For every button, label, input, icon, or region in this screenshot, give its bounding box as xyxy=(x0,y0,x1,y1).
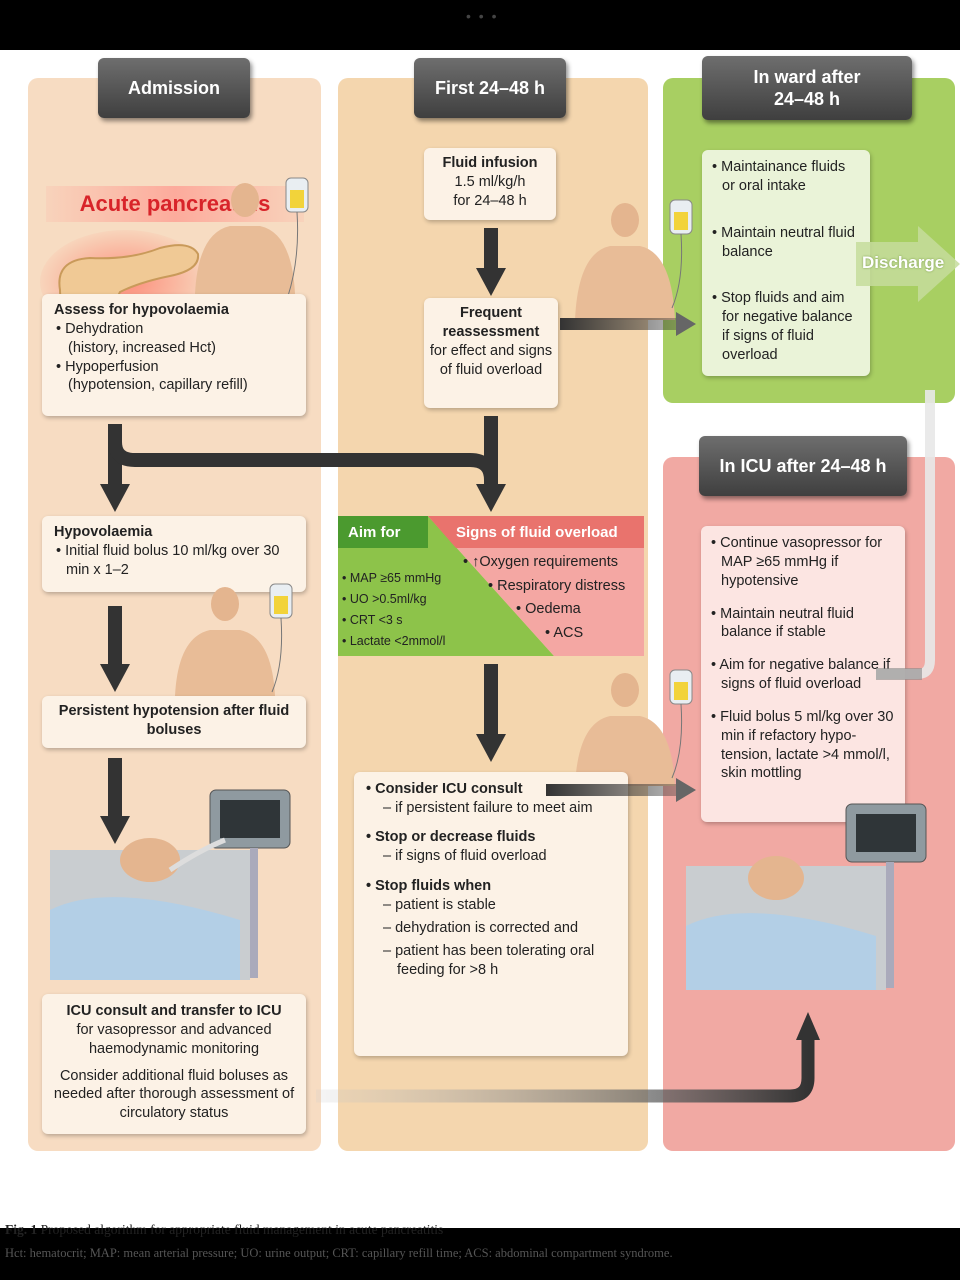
stopwhen-title: • Stop fluids when xyxy=(366,878,492,895)
discharge-label: Discharge xyxy=(862,253,945,272)
hypovolaemia-title: Hypovolaemia xyxy=(54,524,153,540)
figure-page: Admission First 24–48 h In ward after 24… xyxy=(0,50,960,1260)
icu-transfer-text: for vasopressor and advanced haemodynami… xyxy=(76,1021,272,1057)
fluid-infusion-title: Fluid infusion xyxy=(442,155,538,171)
figure-caption: Fig. 1 Proposed algorithm for appropriat… xyxy=(5,1222,443,1238)
assess-item-2-detail: (hypotension, capillary refill) xyxy=(68,377,248,394)
icu-box: • Continue vasopressor for MAP ≥65 mmHg … xyxy=(701,526,905,822)
assess-item-1-detail: (history, increased Hct) xyxy=(68,339,216,356)
reassessment-box: Frequent reassessment for effect and sig… xyxy=(424,298,558,408)
assess-box: Assess for hypovolaemia • Dehydration (h… xyxy=(42,294,306,416)
stop-sub: – if signs of fluid overload xyxy=(383,847,547,864)
icu-header: In ICU after 24–48 h xyxy=(699,436,907,496)
consult-title: • Consider ICU consult xyxy=(366,781,523,797)
iv-bag-icon xyxy=(285,177,309,297)
ward-header-line1: In ward after xyxy=(753,66,861,87)
iv-bag-icon xyxy=(669,669,693,779)
fluid-infusion-rate: 1.5 ml/kg/h xyxy=(454,173,526,190)
icu-transfer-title: ICU consult and transfer to ICU xyxy=(66,1003,282,1019)
ward-item: • Maintainance fluids or oral intake xyxy=(712,159,846,194)
stopwhen-item: – patient has been tolerating oral feedi… xyxy=(383,942,595,978)
icu-transfer-text2: Consider additional fluid boluses as nee… xyxy=(53,1067,295,1122)
fluid-infusion-box: Fluid infusion 1.5 ml/kg/h for 24–48 h xyxy=(424,148,556,220)
stopwhen-item: – dehydration is corrected and xyxy=(383,920,579,937)
icu-bed-illustration xyxy=(686,803,927,990)
iv-bag-icon xyxy=(669,199,693,309)
figure-abbreviations: Hct: hematocrit; MAP: mean arterial pres… xyxy=(5,1246,673,1260)
icu-item: • Aim for negative balance if signs of f… xyxy=(711,657,891,693)
flow-connectors xyxy=(100,228,935,1103)
aim-item: • MAP ≥65 mmHg xyxy=(342,571,442,585)
icu-bed-illustration xyxy=(50,789,291,980)
reassessment-title: Frequent reassessment xyxy=(442,305,540,340)
icu-item: • Fluid bolus 5 ml/kg over 30 min if ref… xyxy=(711,708,894,782)
patient-figure-icon xyxy=(195,183,295,294)
window-dots: • • • xyxy=(466,8,499,24)
aim-item: • UO >0.5ml/kg xyxy=(342,592,427,606)
patient-figure-icon xyxy=(575,203,675,320)
hypovolaemia-box: Hypovolaemia • Initial fluid bolus 10 ml… xyxy=(42,516,306,592)
icu-transfer-box: ICU consult and transfer to ICU for vaso… xyxy=(42,994,306,1134)
assess-item-1: • Dehydration xyxy=(56,320,144,337)
signs-label: Signs of fluid overload xyxy=(456,524,618,541)
ward-box: • Maintainance fluids or oral intake • M… xyxy=(702,150,870,376)
patient-figure-icon xyxy=(175,587,275,696)
signs-item: • Oedema xyxy=(516,601,581,617)
hypovolaemia-text: • Initial fluid bolus 10 ml/kg over 30 m… xyxy=(56,542,280,578)
ward-item: • Stop fluids and aim for negative balan… xyxy=(712,290,853,363)
icu-item: • Maintain neutral fluid balance if stab… xyxy=(711,605,854,641)
persistent-hypotension-text: Persistent hypotension after fluid bolus… xyxy=(58,703,290,738)
aim-list: • MAP ≥65 mmHg • UO >0.5ml/kg • CRT <3 s… xyxy=(342,568,445,652)
aim-label: Aim for xyxy=(348,524,401,541)
assess-title: Assess for hypovolaemia xyxy=(54,302,229,318)
signs-item: • ACS xyxy=(545,625,584,641)
figure-title: Proposed algorithm for appropriate fluid… xyxy=(40,1222,444,1237)
aim-item: • CRT <3 s xyxy=(342,613,403,627)
ward-header-line2: 24–48 h xyxy=(773,89,841,109)
icu-consult-box: • Consider ICU consult – if persistent f… xyxy=(354,772,628,1056)
ward-header: In ward after 24–48 h xyxy=(702,56,912,120)
stopwhen-item: – patient is stable xyxy=(383,897,496,914)
aim-signs-panel xyxy=(338,516,644,656)
ward-item: • Maintain neutral fluid balance xyxy=(712,224,855,260)
stop-title: • Stop or decrease fluids xyxy=(366,828,536,845)
persistent-hypotension-box: Persistent hypotension after fluid bolus… xyxy=(42,696,306,748)
assess-item-2: • Hypoperfusion xyxy=(56,358,159,375)
iv-bag-icon xyxy=(269,583,293,693)
discharge-arrow-icon xyxy=(856,226,960,302)
fluid-infusion-duration: for 24–48 h xyxy=(453,192,527,209)
admission-header: Admission xyxy=(98,58,250,118)
reassessment-text: for effect and signs of fluid overload xyxy=(429,342,553,378)
figure-number: Fig. 1 xyxy=(5,1222,38,1237)
first-header: First 24–48 h xyxy=(414,58,566,118)
icu-item: • Continue vasopressor for MAP ≥65 mmHg … xyxy=(711,535,883,589)
consult-sub: – if persistent failure to meet aim xyxy=(383,799,593,816)
patient-figure-icon xyxy=(575,673,675,786)
signs-item: • ↑Oxygen requirements xyxy=(463,554,618,570)
signs-item: • Respiratory distress xyxy=(488,578,626,594)
aim-item: • Lactate <2mmol/l xyxy=(342,634,446,648)
